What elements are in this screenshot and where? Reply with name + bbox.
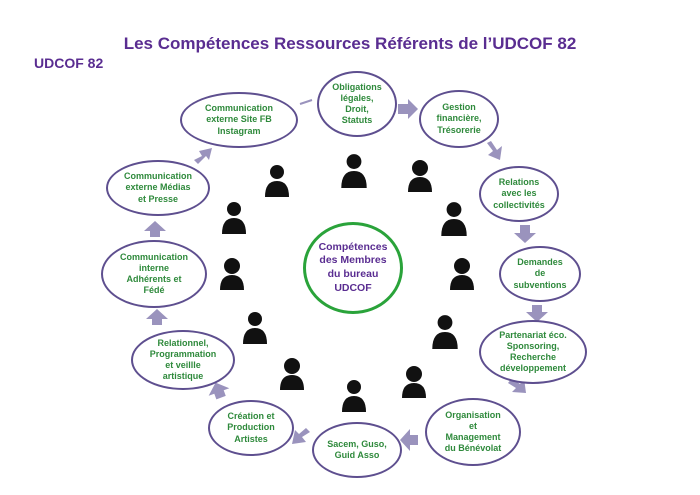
person-icon [243, 312, 267, 344]
person-icon [222, 202, 246, 234]
person-icon [408, 160, 432, 192]
arrow-8 [208, 382, 230, 400]
arrow-10 [144, 221, 166, 237]
node-relationnel-programmation: Relationnel, Programmation et veillle ar… [131, 330, 235, 390]
person-icon [280, 358, 304, 390]
arrow-6 [400, 429, 418, 451]
node-organisation-benevolat: Organisation et Management du Bénévolat [425, 398, 521, 466]
node-demandes-subventions: Demandes de subventions [499, 246, 581, 302]
person-icon [341, 154, 367, 188]
person-icon [342, 380, 366, 412]
person-icon [432, 315, 458, 349]
org-label: UDCOF 82 [34, 55, 104, 71]
person-icon [450, 258, 474, 290]
node-obligations-legales: Obligations légales, Droit, Statuts [317, 71, 397, 137]
node-communication-interne: Communication interne Adhérents et Fédé [101, 240, 207, 308]
person-icon [402, 366, 426, 398]
node-sacem-guso: Sacem, Guso, Guid Asso [312, 422, 402, 478]
person-icon [265, 165, 289, 197]
node-relations-collectivites: Relations avec les collectivités [479, 166, 559, 222]
diagram-title: Les Compétences Ressources Référents de … [123, 34, 577, 53]
arrow-4 [526, 305, 548, 322]
arrow-2 [487, 141, 502, 160]
arrow-7 [292, 428, 310, 444]
arrow-9 [146, 309, 168, 325]
node-creation-production: Création et Production Artistes [208, 400, 294, 456]
node-gestion-financiere: Gestion financière, Trésorerie [419, 90, 499, 148]
node-partenariat-eco: Partenariat éco. Sponsoring, Recherche d… [479, 320, 587, 384]
arrow-3 [514, 225, 536, 243]
connector-line [299, 99, 313, 105]
center-competences: Compétences des Membres du bureau UDCOF [303, 222, 403, 314]
node-communication-medias: Communication externe Médias et Presse [106, 160, 210, 216]
arrow-11 [194, 148, 212, 164]
node-communication-site: Communication externe Site FB Instagram [180, 92, 298, 148]
person-icon [441, 202, 467, 236]
arrow-1 [398, 99, 418, 119]
person-icon [220, 258, 244, 290]
